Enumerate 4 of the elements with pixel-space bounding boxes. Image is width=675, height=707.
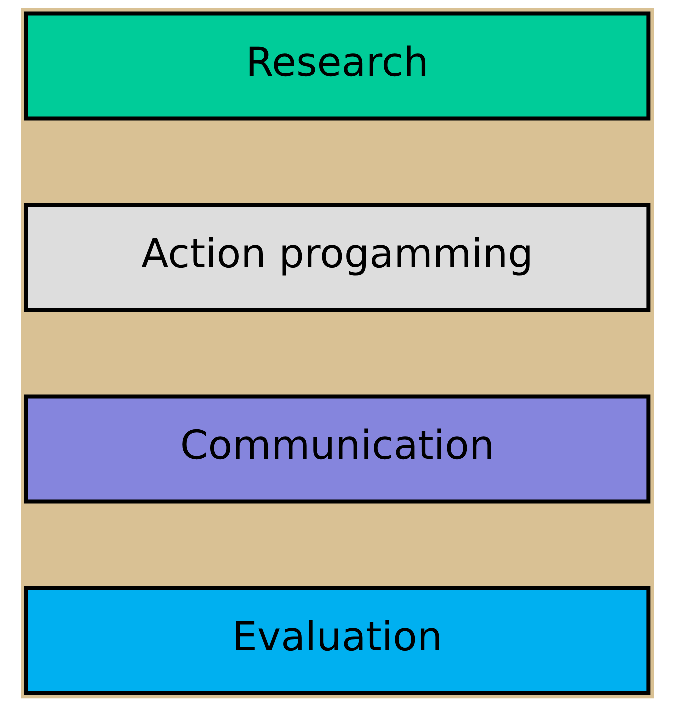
node-box: Action progamming bbox=[24, 203, 651, 312]
node-box: Communication bbox=[24, 394, 651, 504]
node-box: Research bbox=[24, 12, 651, 121]
node-box: Evaluation bbox=[24, 586, 651, 696]
